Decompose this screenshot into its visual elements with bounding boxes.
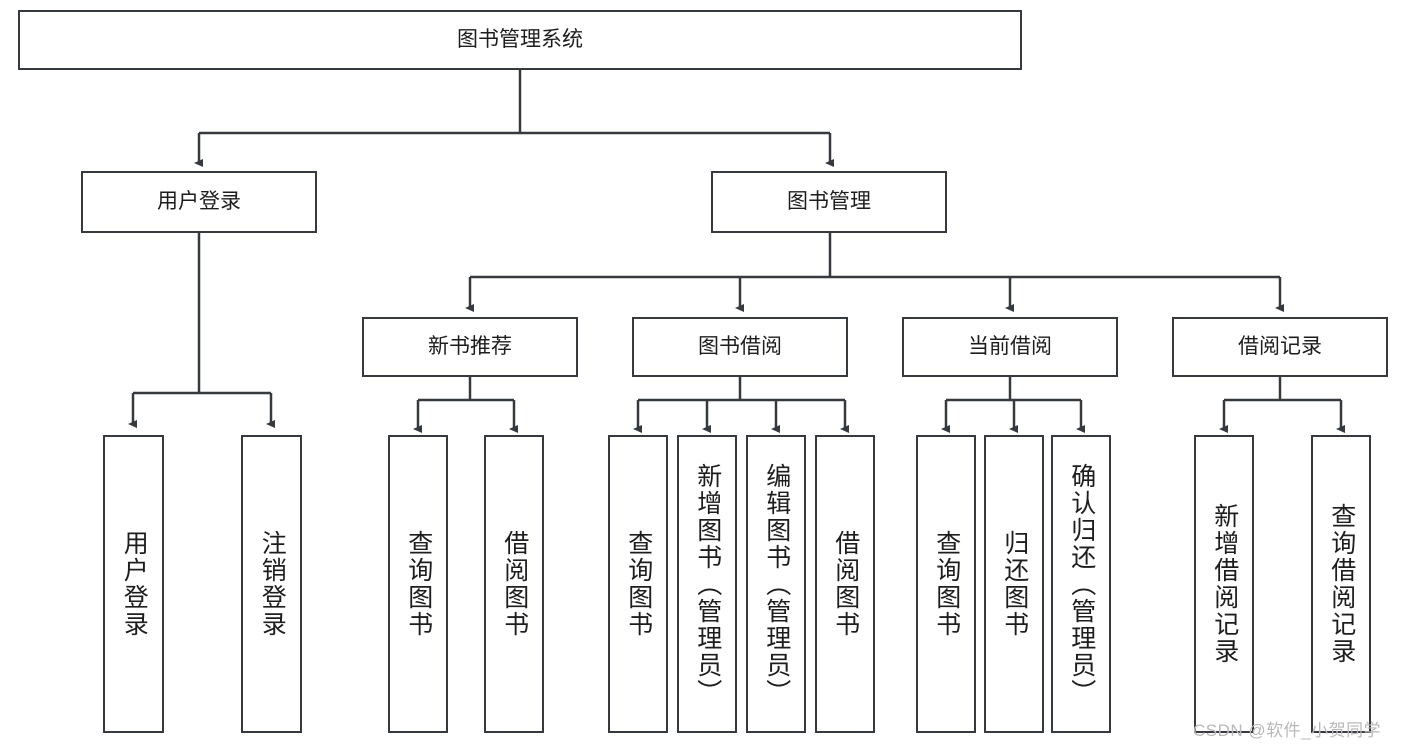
- node-new-book-recommend[interactable]: 新书推荐: [362, 317, 578, 377]
- leaf-edit-book-admin-label: 编辑图书（管理员）: [762, 462, 791, 706]
- leaf-edit-book-admin[interactable]: 编辑图书（管理员）: [746, 435, 806, 733]
- leaf-borrow-book-label: 借阅图书: [831, 530, 860, 638]
- node-user-login[interactable]: 用户登录: [81, 171, 317, 233]
- leaf-query-book-borrow-label: 查询图书: [624, 530, 653, 638]
- node-root-label: 图书管理系统: [457, 27, 583, 51]
- leaf-borrow-book-recommend-label: 借阅图书: [500, 530, 529, 638]
- leaf-query-book-current-label: 查询图书: [932, 530, 961, 638]
- leaf-query-book-recommend[interactable]: 查询图书: [388, 435, 448, 733]
- node-book-management-label: 图书管理: [787, 189, 871, 213]
- node-user-login-label: 用户登录: [157, 189, 241, 213]
- node-current-borrow[interactable]: 当前借阅: [902, 317, 1118, 377]
- node-new-book-recommend-label: 新书推荐: [428, 334, 512, 358]
- leaf-add-borrow-record-label: 新增借阅记录: [1210, 503, 1239, 665]
- node-borrow-record-label: 借阅记录: [1238, 334, 1322, 358]
- node-book-management[interactable]: 图书管理: [711, 171, 947, 233]
- leaf-query-book-recommend-label: 查询图书: [404, 530, 433, 638]
- leaf-logout-label: 注销登录: [258, 530, 287, 638]
- node-root[interactable]: 图书管理系统: [18, 10, 1022, 70]
- leaf-user-login[interactable]: 用户登录: [103, 435, 164, 733]
- leaf-return-book[interactable]: 归还图书: [984, 435, 1044, 733]
- leaf-borrow-book-recommend[interactable]: 借阅图书: [484, 435, 544, 733]
- leaf-logout[interactable]: 注销登录: [241, 435, 302, 733]
- leaf-confirm-return-admin-label: 确认归还（管理员）: [1067, 462, 1096, 706]
- leaf-add-book-admin[interactable]: 新增图书（管理员）: [677, 435, 737, 733]
- watermark: CSDN @软件_小贺同学: [1193, 721, 1382, 740]
- leaf-confirm-return-admin[interactable]: 确认归还（管理员）: [1051, 435, 1111, 733]
- node-current-borrow-label: 当前借阅: [968, 334, 1052, 358]
- leaf-add-borrow-record[interactable]: 新增借阅记录: [1194, 435, 1254, 733]
- leaf-query-borrow-record[interactable]: 查询借阅记录: [1311, 435, 1371, 733]
- leaf-add-book-admin-label: 新增图书（管理员）: [693, 462, 722, 706]
- node-book-borrow-label: 图书借阅: [698, 334, 782, 358]
- leaf-return-book-label: 归还图书: [1000, 530, 1029, 638]
- node-book-borrow[interactable]: 图书借阅: [632, 317, 848, 377]
- leaf-query-borrow-record-label: 查询借阅记录: [1327, 503, 1356, 665]
- leaf-user-login-label: 用户登录: [120, 530, 149, 638]
- leaf-query-book-borrow[interactable]: 查询图书: [608, 435, 668, 733]
- leaf-query-book-current[interactable]: 查询图书: [916, 435, 976, 733]
- leaf-borrow-book[interactable]: 借阅图书: [815, 435, 875, 733]
- node-borrow-record[interactable]: 借阅记录: [1172, 317, 1388, 377]
